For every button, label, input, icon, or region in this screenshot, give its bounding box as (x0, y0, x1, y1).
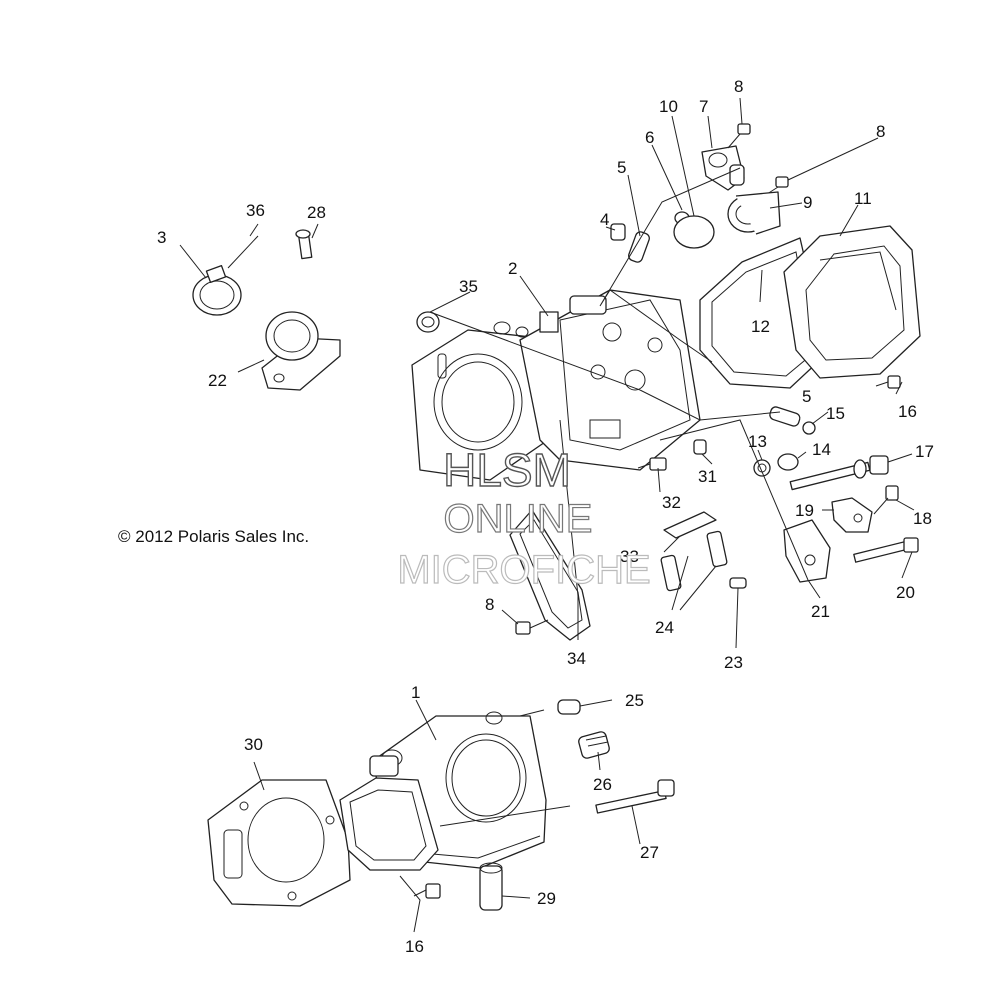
callout-18: 18 (913, 509, 932, 528)
callout-9: 9 (803, 193, 812, 212)
dowel-25 (557, 699, 581, 715)
callout-33: 33 (620, 547, 639, 566)
callout-22: 22 (208, 371, 227, 390)
callout-30: 30 (244, 735, 263, 754)
gasket-33 (663, 511, 717, 539)
callout-21: 21 (811, 602, 830, 621)
bolt-8-top (727, 123, 751, 149)
callout-5-lower: 5 (802, 387, 811, 406)
callout-20: 20 (896, 583, 915, 602)
callout-8-lower: 8 (485, 595, 494, 614)
callout-11: 11 (854, 189, 872, 208)
sleeve-29 (479, 862, 503, 911)
leader-lines (179, 97, 915, 933)
bracket-19 (831, 497, 873, 533)
dowel-31 (693, 439, 707, 455)
callout-25: 25 (625, 691, 644, 710)
bolt-18 (873, 485, 899, 515)
copyright-notice: © 2012 Polaris Sales Inc. (118, 527, 310, 546)
plug-23 (729, 577, 747, 589)
watermark-line-3: MICROFICHE (397, 548, 650, 592)
screw-28 (295, 229, 313, 260)
callout-4: 4 (600, 210, 609, 229)
callout-labels: 3 36 28 22 35 2 4 5 6 10 7 8 8 9 11 12 5… (157, 77, 934, 956)
spacer-plate (339, 777, 439, 871)
dowel-5-upper (628, 231, 650, 263)
stud-27 (595, 779, 675, 814)
callout-3: 3 (157, 228, 166, 247)
valve-cover (783, 225, 921, 379)
callout-34: 34 (567, 649, 586, 668)
callout-29: 29 (537, 889, 556, 908)
washer-13 (753, 459, 771, 477)
cylinder-head (519, 289, 701, 471)
callout-5-upper: 5 (617, 158, 626, 177)
plug-15 (802, 421, 816, 435)
callout-31: 31 (698, 467, 717, 486)
bolt-8-right (763, 176, 789, 197)
callout-12: 12 (751, 317, 770, 336)
callout-8-right: 8 (876, 122, 885, 141)
thermostat-housing-7 (701, 145, 745, 191)
watermark: HLSM ONLINE MICROFICHE (397, 443, 652, 592)
callout-6: 6 (645, 128, 654, 147)
watermark-line-1: HLSM (443, 444, 571, 496)
bolt-8-lower (515, 619, 549, 635)
fitting-26 (578, 731, 610, 759)
callout-26: 26 (593, 775, 612, 794)
callout-16-lower: 16 (405, 937, 424, 956)
dowel-4 (610, 223, 626, 241)
sleeve-14 (777, 453, 799, 471)
callout-10: 10 (659, 97, 678, 116)
springs-24 (660, 530, 728, 592)
callout-19: 19 (795, 501, 814, 520)
callout-14: 14 (812, 440, 831, 459)
head-gasket (411, 321, 549, 481)
callout-16-upper: 16 (898, 402, 917, 421)
watermark-line-2: ONLINE (444, 497, 593, 541)
callout-35: 35 (459, 277, 478, 296)
thermostat-cover-9 (727, 191, 781, 235)
callout-8-top: 8 (734, 77, 743, 96)
callout-32: 32 (662, 493, 681, 512)
seal-10 (673, 215, 715, 249)
callout-2: 2 (508, 259, 517, 278)
hose-clamp (192, 235, 259, 316)
bolt-16-lower (413, 883, 441, 899)
callout-36: 36 (246, 201, 265, 220)
callout-1: 1 (411, 683, 420, 702)
callout-28: 28 (307, 203, 326, 222)
callout-23: 23 (724, 653, 743, 672)
callout-17: 17 (915, 442, 934, 461)
side-cover-gasket (509, 509, 591, 641)
callout-7: 7 (699, 97, 708, 116)
base-gasket (207, 779, 351, 907)
bolt-20 (853, 537, 919, 563)
callout-15: 15 (826, 404, 845, 423)
bolt-16-cover (875, 375, 901, 389)
head-bolt-17 (789, 455, 889, 491)
dowel-5-lower (769, 406, 801, 427)
callout-24: 24 (655, 618, 674, 637)
callout-27: 27 (640, 843, 659, 862)
tensioner-21 (783, 519, 831, 583)
o-ring-35 (416, 311, 440, 333)
callout-13: 13 (748, 432, 767, 451)
intake-boot (261, 311, 341, 391)
